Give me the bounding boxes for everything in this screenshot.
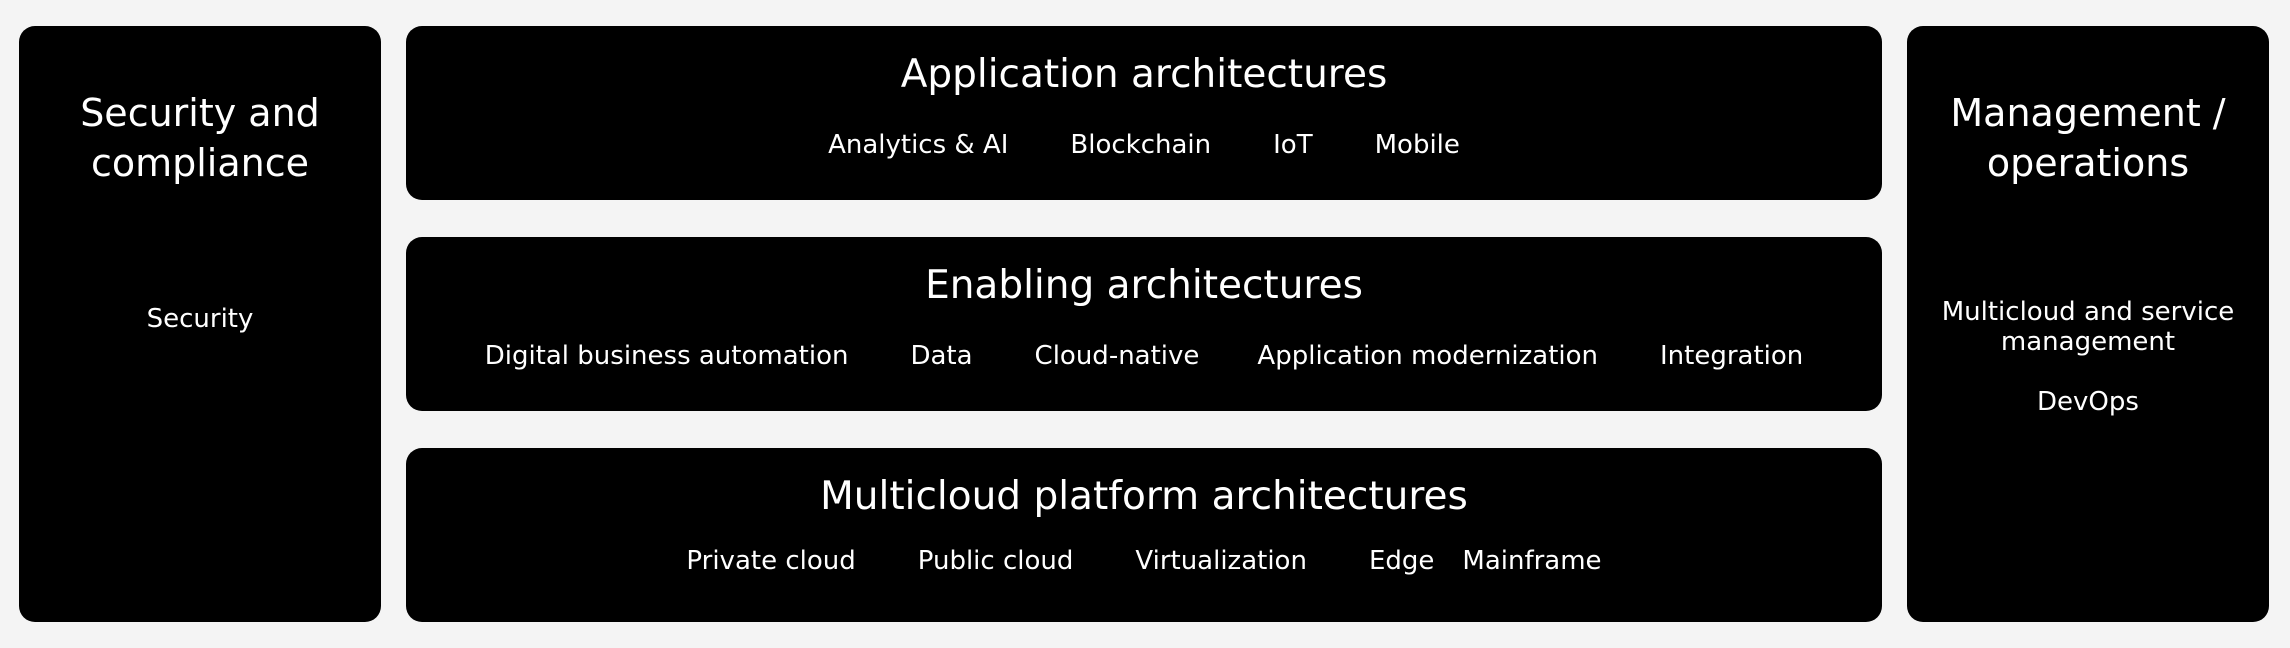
data-item: Data bbox=[910, 341, 973, 371]
security-compliance-title: Security and compliance bbox=[80, 91, 320, 185]
multicloud-platform-architectures-title: Multicloud platform architectures bbox=[820, 474, 1468, 519]
management-operations-title: Management / operations bbox=[1950, 91, 2226, 185]
application-architectures-layer: Application architectures Analytics & AI… bbox=[406, 26, 1882, 200]
edge-item: Edge bbox=[1368, 546, 1435, 576]
public-cloud-item: Public cloud bbox=[917, 546, 1074, 576]
integration-item: Integration bbox=[1660, 341, 1804, 371]
enabling-architectures-title: Enabling architectures bbox=[925, 263, 1363, 308]
enabling-architectures-items: Digital business automation Data Cloud-n… bbox=[406, 339, 1882, 373]
multicloud-platform-architectures-layer: Multicloud platform architectures Privat… bbox=[406, 448, 1882, 622]
security-item: Security bbox=[146, 304, 254, 334]
management-operations-items: Multicloud and service management DevOps bbox=[1907, 297, 2269, 417]
security-compliance-panel: Security and compliance Security bbox=[19, 26, 381, 622]
blockchain-item: Blockchain bbox=[1070, 130, 1212, 160]
devops-item: DevOps bbox=[2037, 387, 2139, 417]
mobile-item: Mobile bbox=[1374, 130, 1460, 160]
cloud-native-item: Cloud-native bbox=[1034, 341, 1200, 371]
analytics-ai-item: Analytics & AI bbox=[828, 130, 1009, 160]
application-modernization-item: Application modernization bbox=[1257, 341, 1599, 371]
mainframe-item: Mainframe bbox=[1462, 546, 1602, 576]
private-cloud-item: Private cloud bbox=[686, 546, 856, 576]
iot-item: IoT bbox=[1273, 130, 1313, 160]
management-operations-panel: Management / operations Multicloud and s… bbox=[1907, 26, 2269, 622]
application-architectures-title: Application architectures bbox=[900, 52, 1388, 97]
multicloud-service-management-item: Multicloud and service management bbox=[1941, 297, 2235, 357]
virtualization-item: Virtualization bbox=[1135, 546, 1307, 576]
enabling-architectures-layer: Enabling architectures Digital business … bbox=[406, 237, 1882, 411]
digital-business-automation-item: Digital business automation bbox=[484, 341, 849, 371]
security-compliance-items: Security bbox=[19, 304, 381, 334]
application-architectures-items: Analytics & AI Blockchain IoT Mobile bbox=[406, 128, 1882, 162]
multicloud-platform-architectures-items: Private cloud Public cloud Virtualizatio… bbox=[406, 544, 1882, 578]
